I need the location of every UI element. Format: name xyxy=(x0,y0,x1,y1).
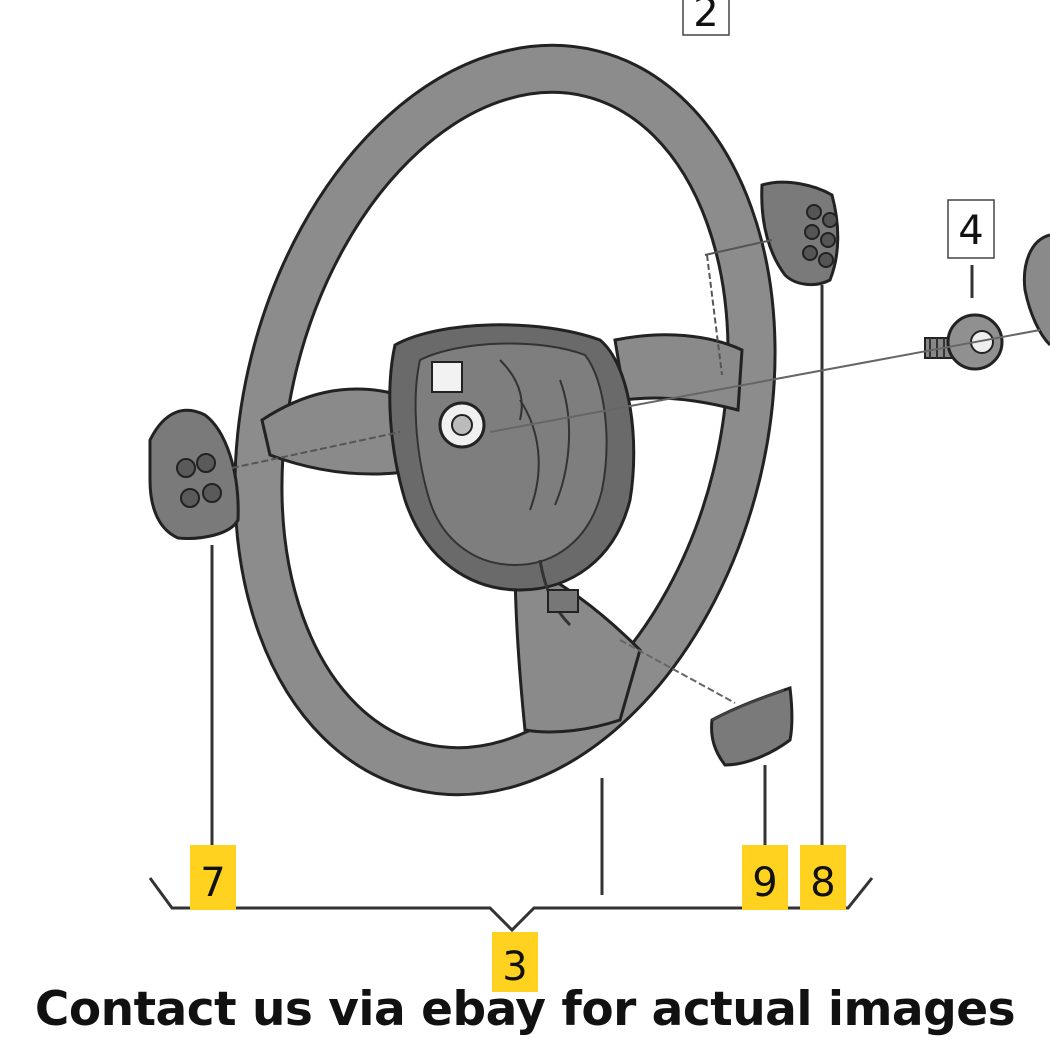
contact-caption: Contact us via ebay for actual images xyxy=(34,982,1016,1037)
button-panel-icon xyxy=(148,408,240,540)
part-9-label: 9 xyxy=(752,860,777,906)
part-8-label: 8 xyxy=(810,860,835,906)
part-3-callout: 3 xyxy=(492,932,538,992)
part-8-callout: 8 xyxy=(800,845,846,910)
part-7-callout: 7 xyxy=(190,845,236,910)
part-9-callout: 9 xyxy=(742,845,788,910)
part-4-label: 4 xyxy=(958,208,983,254)
part-2-callout: 2 xyxy=(682,0,730,36)
part-7-label: 7 xyxy=(200,860,225,906)
trim-cover-icon xyxy=(710,685,794,767)
part-3-label: 3 xyxy=(502,944,527,990)
screw-icon xyxy=(924,313,1004,371)
part-2-label: 2 xyxy=(693,0,718,36)
button-panel-icon xyxy=(760,180,840,287)
steering-wheel-icon xyxy=(233,43,777,797)
part-4-callout: 4 xyxy=(947,199,995,259)
